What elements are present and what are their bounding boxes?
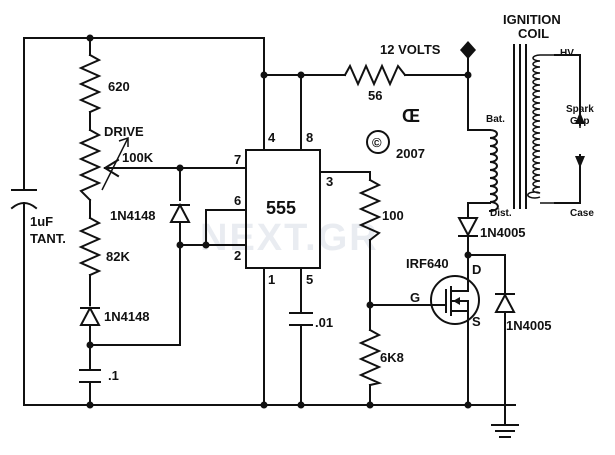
spark-gap: Spark Gap — [566, 104, 594, 168]
potentiometer-100k: DRIVE 100K — [78, 124, 154, 202]
diode-1n4005-clamp: 1N4005 — [494, 292, 552, 333]
svg-text:56: 56 — [368, 88, 382, 103]
svg-text:S: S — [472, 314, 481, 329]
svg-text:TANT.: TANT. — [30, 231, 66, 246]
svg-text:1N4148: 1N4148 — [110, 208, 156, 223]
svg-text:100: 100 — [382, 208, 404, 223]
diode-1n4148-lower: 1N4148 — [79, 305, 150, 326]
svg-text:5: 5 — [306, 272, 313, 287]
resistor-100: 100 — [358, 178, 404, 242]
svg-text:.01: .01 — [315, 315, 333, 330]
svg-text:82K: 82K — [106, 249, 130, 264]
svg-text:6K8: 6K8 — [380, 350, 404, 365]
supply-terminal: 12 VOLTS — [380, 41, 476, 59]
svg-text:2: 2 — [234, 248, 241, 263]
copyright-symbol: © — [372, 135, 382, 150]
resistor-620: 620 — [78, 53, 130, 114]
svg-text:4: 4 — [268, 130, 276, 145]
diode-1n4005-series: 1N4005 — [457, 217, 526, 240]
svg-text:Bat.: Bat. — [486, 114, 505, 125]
svg-text:.1: .1 — [108, 368, 119, 383]
ground-symbol — [491, 424, 519, 438]
capacitor-0-1: .1 — [79, 368, 119, 383]
supply-label: 12 VOLTS — [380, 42, 441, 57]
svg-text:D: D — [472, 262, 481, 277]
svg-text:1uF: 1uF — [30, 214, 53, 229]
svg-text:G: G — [410, 290, 420, 305]
watermark: NEXT.GR — [200, 217, 379, 259]
copyright-year: 2007 — [396, 146, 425, 161]
svg-text:6: 6 — [234, 193, 241, 208]
resistor-6k8: 6K8 — [358, 328, 404, 387]
svg-text:1N4005: 1N4005 — [506, 318, 552, 333]
ignition-coil: IGNITION COIL HV. Bat. Dist. Case — [486, 12, 594, 219]
mosfet-irf640: IRF640 G D S — [406, 256, 481, 329]
resistor-82k: 82K — [78, 216, 130, 277]
capacitor-0-01: .01 — [289, 312, 333, 330]
svg-text:DRIVE: DRIVE — [104, 124, 144, 139]
svg-text:HV.: HV. — [560, 48, 576, 59]
svg-text:555: 555 — [266, 198, 296, 218]
ic-555: 555 7 6 2 4 8 3 1 5 — [234, 130, 333, 287]
svg-text:1N4005: 1N4005 — [480, 225, 526, 240]
svg-text:3: 3 — [326, 174, 333, 189]
capacitor-tantalum: 1uF TANT. — [10, 179, 66, 246]
svg-text:1: 1 — [268, 272, 275, 287]
svg-text:IGNITION: IGNITION — [503, 12, 561, 27]
resistor-56: 56 — [343, 63, 407, 103]
diode-1n4148-upper: 1N4148 — [110, 202, 191, 223]
svg-text:100K: 100K — [122, 150, 154, 165]
svg-text:Spark: Spark — [566, 104, 594, 115]
svg-text:7: 7 — [234, 152, 241, 167]
svg-text:1N4148: 1N4148 — [104, 309, 150, 324]
logo: Œ — [402, 106, 420, 126]
copyright-block: Œ © 2007 — [366, 106, 425, 161]
svg-text:8: 8 — [306, 130, 313, 145]
svg-text:IRF640: IRF640 — [406, 256, 449, 271]
svg-text:COIL: COIL — [518, 26, 549, 41]
svg-text:Case: Case — [570, 208, 594, 219]
svg-text:Gap: Gap — [570, 116, 589, 127]
svg-text:620: 620 — [108, 79, 130, 94]
junctions — [86, 34, 472, 409]
svg-text:Dist.: Dist. — [490, 208, 512, 219]
